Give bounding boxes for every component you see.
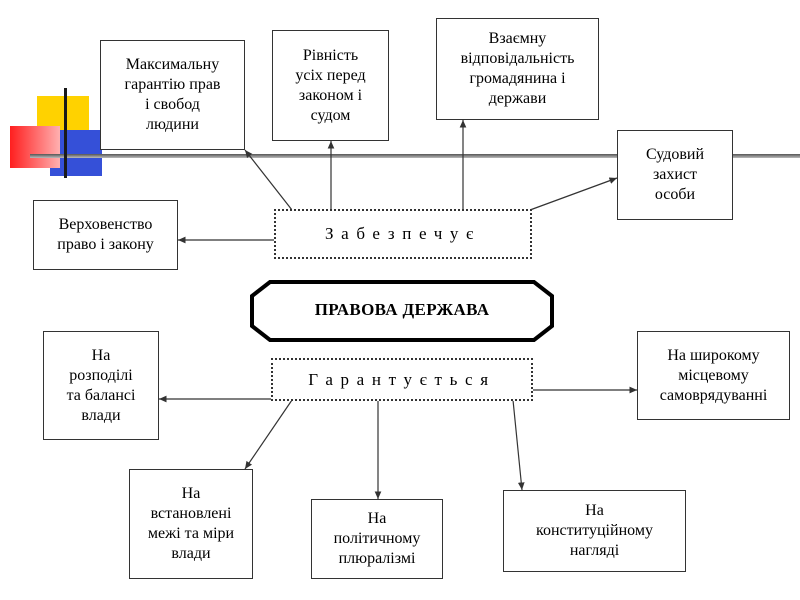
box-supremacy-of-law: Верховенство право і закону [33,200,178,270]
box-line: плюралізмі [338,550,416,567]
guaranteed-label: Гарантується [271,358,533,401]
box-line: На широкому [667,346,760,364]
arrow-to-constitutional [512,399,525,491]
box-line: законом і [298,86,363,104]
box-line: і свобод [145,96,200,113]
box-line: держави [488,90,547,107]
box-line: розподілі [69,366,133,384]
arrow-to-limits [244,399,293,470]
provides-text: Забезпечує [324,224,482,243]
box-line: влади [171,545,211,562]
box-mutual-responsibility: Взаємну відповідальність громадянина і д… [436,18,599,120]
box-line: Судовий [645,146,705,163]
box-line: межі та міри [147,525,235,542]
box-line: На [181,485,201,502]
box-line: Максимальну [125,56,220,73]
box-line: особи [654,186,696,203]
box-line: Верховенство [58,216,153,233]
box-line: самоврядуванні [659,386,768,404]
guaranteed-text: Гарантується [308,369,496,389]
box-line: відповідальність [460,50,575,67]
box-line: судом [310,106,351,124]
box-line: встановлені [150,505,232,522]
box-line: людини [146,116,199,133]
box-equality: Рівність усіх перед законом і судом [272,30,389,141]
box-line: усіх перед [295,66,366,84]
box-max-guarantee: Максимальну гарантію прав і свобод людин… [100,40,245,150]
box-line: Взаємну [488,30,547,47]
box-line: Рівність [302,46,359,64]
box-line: влади [81,406,121,424]
box-separation-of-powers: На розподілі та балансі влади [43,331,159,440]
box-constitutional-review: На конституційному нагляді [503,490,686,572]
decor-vertical-rule [64,88,67,178]
box-limits-of-power: На встановлені межі та міри влади [129,469,253,579]
box-line: На [367,510,387,527]
box-local-self-government: На широкому місцевому самоврядуванні [637,331,790,420]
provides-label: Забезпечує [274,209,532,259]
center-octagon [250,280,554,342]
box-line: та балансі [66,386,136,404]
box-judicial-protection: Судовий захист особи [617,130,733,220]
box-political-pluralism: На політичному плюралізмі [311,499,443,579]
box-line: гарантію прав [124,76,221,93]
decor-horizontal-rule [30,154,800,158]
center-title: ПРАВОВА ДЕРЖАВА [314,300,490,319]
box-line: захист [652,166,698,183]
arrow-to-judicial-protection [529,177,618,211]
box-line: нагляді [569,542,620,559]
box-line: конституційному [536,522,653,539]
box-line: місцевому [678,366,749,384]
box-line: політичному [333,530,421,547]
box-line: громадянина і [469,70,566,87]
box-line: право і закону [57,236,154,253]
arrow-to-max-guarantee [244,149,293,211]
decor-red-square [10,126,60,168]
box-line: На [91,346,111,364]
box-line: На [585,502,604,519]
